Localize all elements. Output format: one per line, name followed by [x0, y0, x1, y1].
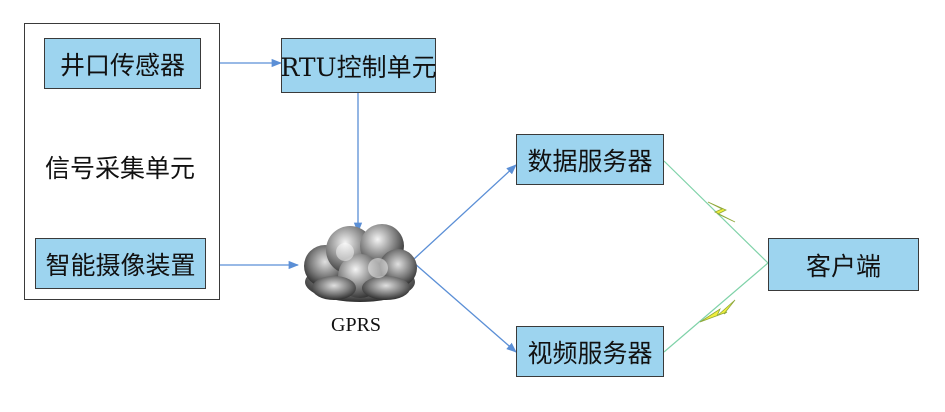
- wireless-link-video-server-client: [663, 262, 769, 353]
- camera-device-node: 智能摄像装置: [35, 238, 206, 289]
- data-server-node: 数据服务器: [516, 134, 664, 185]
- wireless-link-data-server-client: [663, 160, 769, 264]
- rtu-control-node: RTU控制单元: [280, 38, 437, 93]
- video-server-node: 视频服务器: [516, 326, 664, 377]
- wellhead-sensor-node: 井口传感器: [44, 38, 201, 89]
- client-node: 客户端: [768, 238, 919, 291]
- gprs-label: GPRS: [331, 314, 382, 336]
- signal-acquisition-unit-label: 信号采集单元: [45, 154, 196, 183]
- cloud-icon: [304, 224, 417, 302]
- arrow-gprs-to-video-server: [413, 262, 517, 353]
- arrow-gprs-to-data-server: [413, 164, 517, 260]
